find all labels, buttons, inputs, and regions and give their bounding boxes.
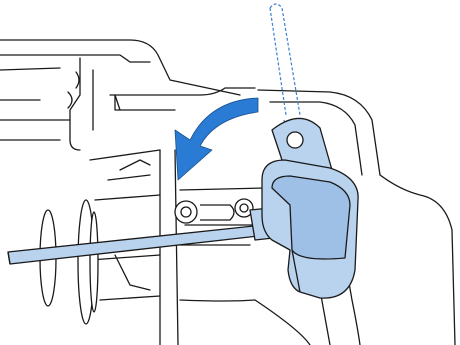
screw-holes [175,199,253,223]
lever-cap [262,118,358,298]
shaft-washer-discs [40,200,98,324]
machine-body-outline [0,40,455,345]
rotation-arrow [175,98,258,180]
